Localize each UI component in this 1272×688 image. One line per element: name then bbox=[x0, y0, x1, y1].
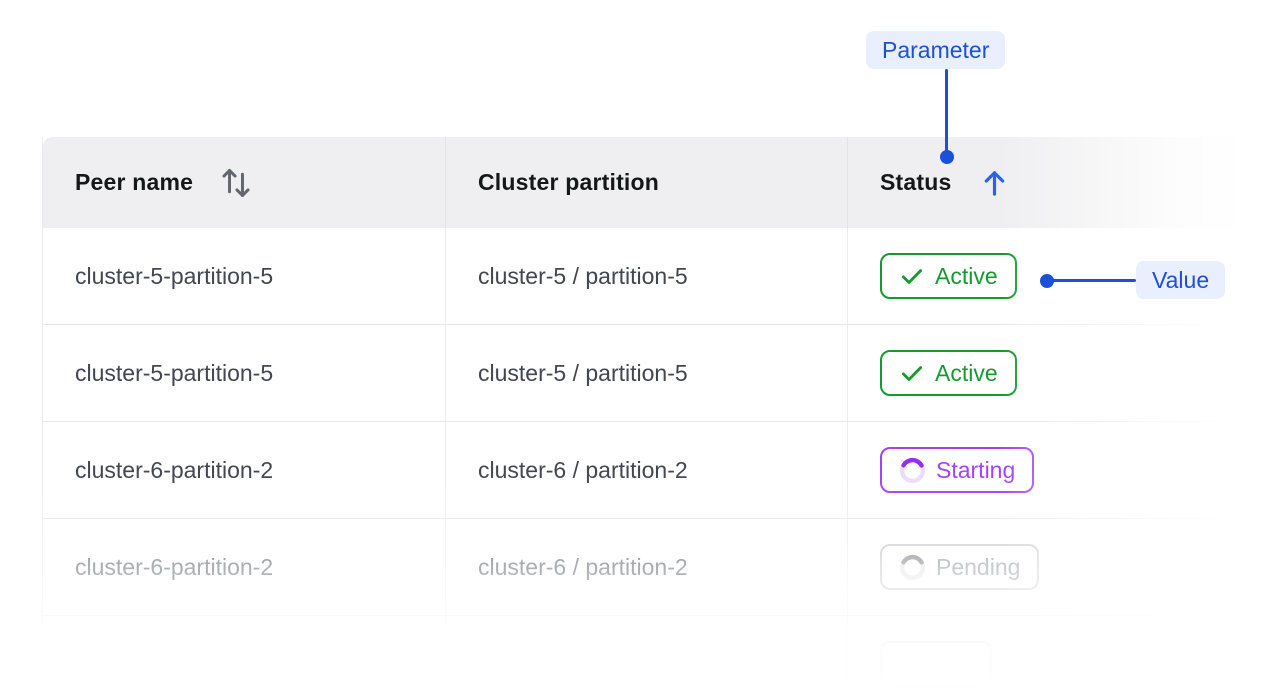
cell-status: Active bbox=[848, 325, 1272, 421]
check-icon bbox=[901, 269, 923, 284]
column-header-peer-name-label: Peer name bbox=[75, 169, 194, 195]
cell-peer-name: cluster-5-partition-5 bbox=[43, 228, 446, 324]
sort-toggle-icon[interactable] bbox=[219, 164, 253, 201]
status-badge-active: Active bbox=[880, 350, 1017, 396]
parameter-annotation-label: Parameter bbox=[882, 36, 990, 63]
sort-ascending-icon[interactable] bbox=[980, 167, 1009, 198]
column-header-cluster-partition-label: Cluster partition bbox=[478, 169, 660, 195]
column-header-status[interactable]: Status bbox=[848, 137, 1272, 228]
column-header-status-label: Status bbox=[880, 169, 952, 195]
status-badge-active: Active bbox=[880, 253, 1017, 299]
parameter-connector-dot bbox=[940, 150, 954, 164]
cell-status: Active bbox=[848, 228, 1272, 324]
cell-cluster-partition: cluster-5 / partition-5 bbox=[446, 228, 848, 324]
parameter-annotation-badge: Parameter bbox=[866, 31, 1006, 69]
cell-cluster-partition: cluster-5 / partition-5 bbox=[446, 325, 848, 421]
value-annotation-label: Value bbox=[1152, 266, 1210, 293]
bottom-fade-overlay bbox=[0, 470, 1272, 688]
column-header-peer-name[interactable]: Peer name bbox=[43, 137, 446, 228]
column-header-cluster-partition[interactable]: Cluster partition bbox=[446, 137, 848, 228]
value-connector-line bbox=[1047, 279, 1136, 282]
check-icon bbox=[901, 366, 923, 381]
parameter-connector-line bbox=[945, 69, 948, 157]
value-annotation-badge: Value bbox=[1136, 261, 1226, 299]
cell-peer-name: cluster-5-partition-5 bbox=[43, 325, 446, 421]
